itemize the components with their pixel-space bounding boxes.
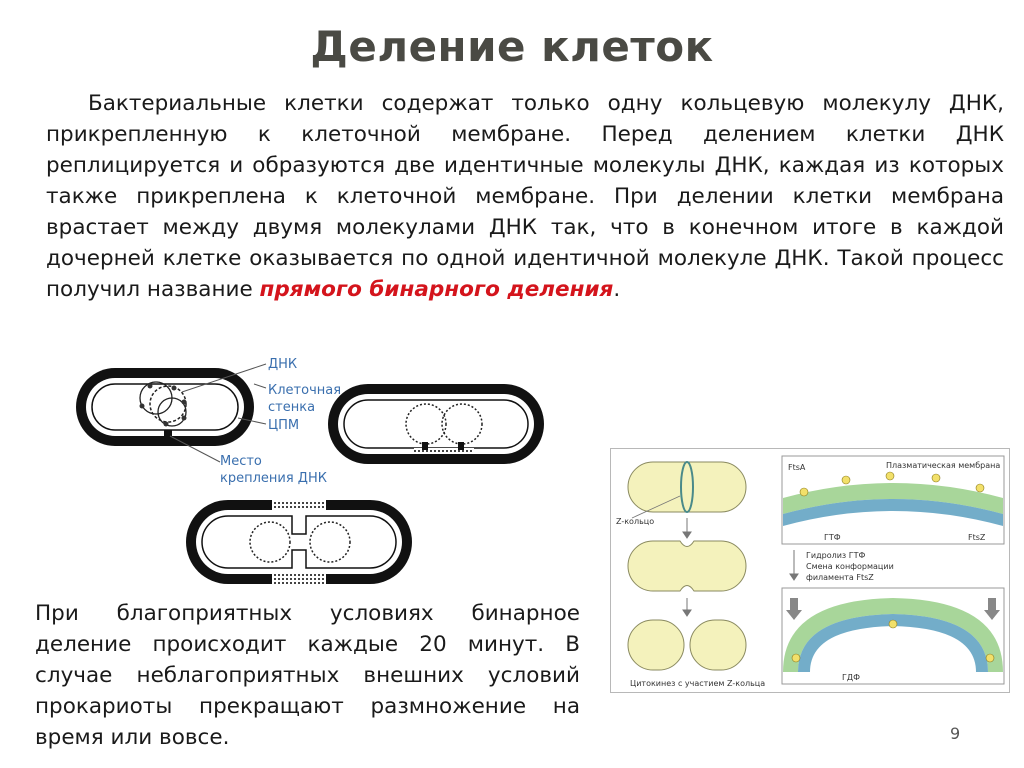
label-cell-wall-2: стенка <box>268 400 315 415</box>
bacterial-division-diagram: ДНК Клеточная стенка ЦПМ Место крепления… <box>76 357 544 584</box>
label-ftsz: FtsZ <box>968 533 986 542</box>
label-cpm: ЦПМ <box>268 418 299 433</box>
cell-before-division <box>76 368 254 446</box>
label-gdp: ГДФ <box>842 673 860 682</box>
ftsz-division-diagram: Z-кольцо Цитокинез с участием Z-кольца П… <box>610 448 1010 693</box>
cell-dna-replicated <box>328 384 544 464</box>
label-cell-wall-1: Клеточная <box>268 383 341 398</box>
intro-end: . <box>613 277 621 302</box>
slide-title: Деление клеток <box>310 22 714 71</box>
membrane-panel-bottom: ГДФ <box>781 587 1005 685</box>
label-dna: ДНК <box>268 357 297 372</box>
label-gtp: ГТФ <box>824 533 841 542</box>
label-site-1: Место <box>220 454 262 469</box>
label-ftsa: FtsA <box>788 463 806 472</box>
conditions-paragraph: При благоприятных условиях бинарное деле… <box>35 601 580 750</box>
z-ring-cells <box>627 461 747 671</box>
label-conformation: Смена конформации <box>806 562 894 571</box>
binary-fission-term: прямого бинарного деления <box>259 277 614 302</box>
intro-text: Бактериальные клетки содержат только одн… <box>46 91 1004 302</box>
page-number: 9 <box>950 724 961 743</box>
label-cytokinesis: Цитокинез с участием Z-кольца <box>630 679 765 688</box>
membrane-panel-top: Плазматическая мембрана FtsA FtsZ ГТФ <box>781 455 1005 545</box>
intro-paragraph: Бактериальные клетки содержат только одн… <box>46 88 1004 305</box>
label-plasma-membrane: Плазматическая мембрана <box>886 461 1000 470</box>
label-z-ring: Z-кольцо <box>616 517 654 526</box>
label-gtp-hydrolysis: Гидролиз ГТФ <box>806 551 865 560</box>
cell-membrane-ingrowth <box>186 500 412 584</box>
label-site-2: крепления ДНК <box>220 471 327 486</box>
label-ftsz-filament: филамента FtsZ <box>806 573 874 582</box>
